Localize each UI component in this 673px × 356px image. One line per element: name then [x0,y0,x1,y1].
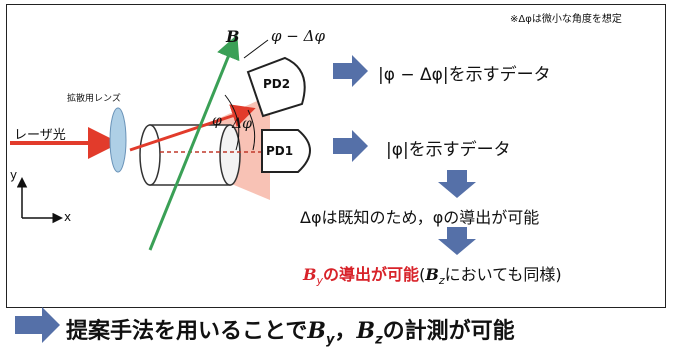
conclusion-bz-sub: z [375,332,383,348]
arrow-conclusion [15,307,60,343]
flow-step-1: Δφは既知のため，φの導出が可能 [300,208,540,227]
pd1-output-text: |φ|を示すデータ [386,140,511,160]
assumption-note: ※Δφは微小な角度を想定 [510,14,622,25]
flow-step-2: Byの導出が可能(Bzにおいても同様) [303,261,562,287]
pd1-detector [261,129,311,173]
b-vector-label: B [226,27,240,46]
laser-label: レーザ光 [14,128,66,143]
lens-label: 拡散用レンズ [67,94,121,104]
pd1-label: PD1 [266,144,294,158]
conclusion-by: B [307,318,326,344]
by-subscript: y [316,274,324,288]
bz-symbol: B [425,265,439,284]
arrow-pd2 [333,55,368,87]
conclusion-bz: B [356,318,376,344]
block-arrows [15,55,476,343]
arrow-down-2 [438,227,476,255]
axis-x-label: x [64,210,72,224]
pd2-detector [246,56,306,118]
phi-arc [224,94,240,151]
conclusion-part1: 提案手法を用いることで [66,319,308,344]
by-symbol: B [303,265,317,284]
angle-dphi-label: Δφ [232,116,252,132]
diagram-frame [6,4,666,308]
conclusion-sep: ， [334,319,357,344]
conclusion-part2: の計測が可能 [382,319,515,344]
phi-minus-dphi-label: φ − Δφ [271,27,325,45]
pd2-output-text: |φ − Δφ|を示すデータ [378,65,551,85]
conclusion-by-sub: y [325,332,335,348]
arrow-pd1 [333,130,368,162]
by-derivation: の導出が可能 [323,265,420,284]
laser-beam-refracted [129,104,256,152]
b-field-arrow [148,34,240,251]
dphi-arc [247,109,256,151]
diffusion-lens [109,107,127,173]
pd2-label: PD2 [263,77,291,91]
paren-open: ( [419,265,426,284]
axis-y-label: y [10,168,18,182]
angle-phi-label: φ [212,113,222,129]
bz-same: においても同様) [444,265,562,284]
arrow-down-1 [438,170,476,198]
conclusion-text: 提案手法を用いることでBy，Bzの計測が可能 [66,313,515,347]
label-leader [243,39,269,59]
bz-subscript: z [438,274,445,288]
